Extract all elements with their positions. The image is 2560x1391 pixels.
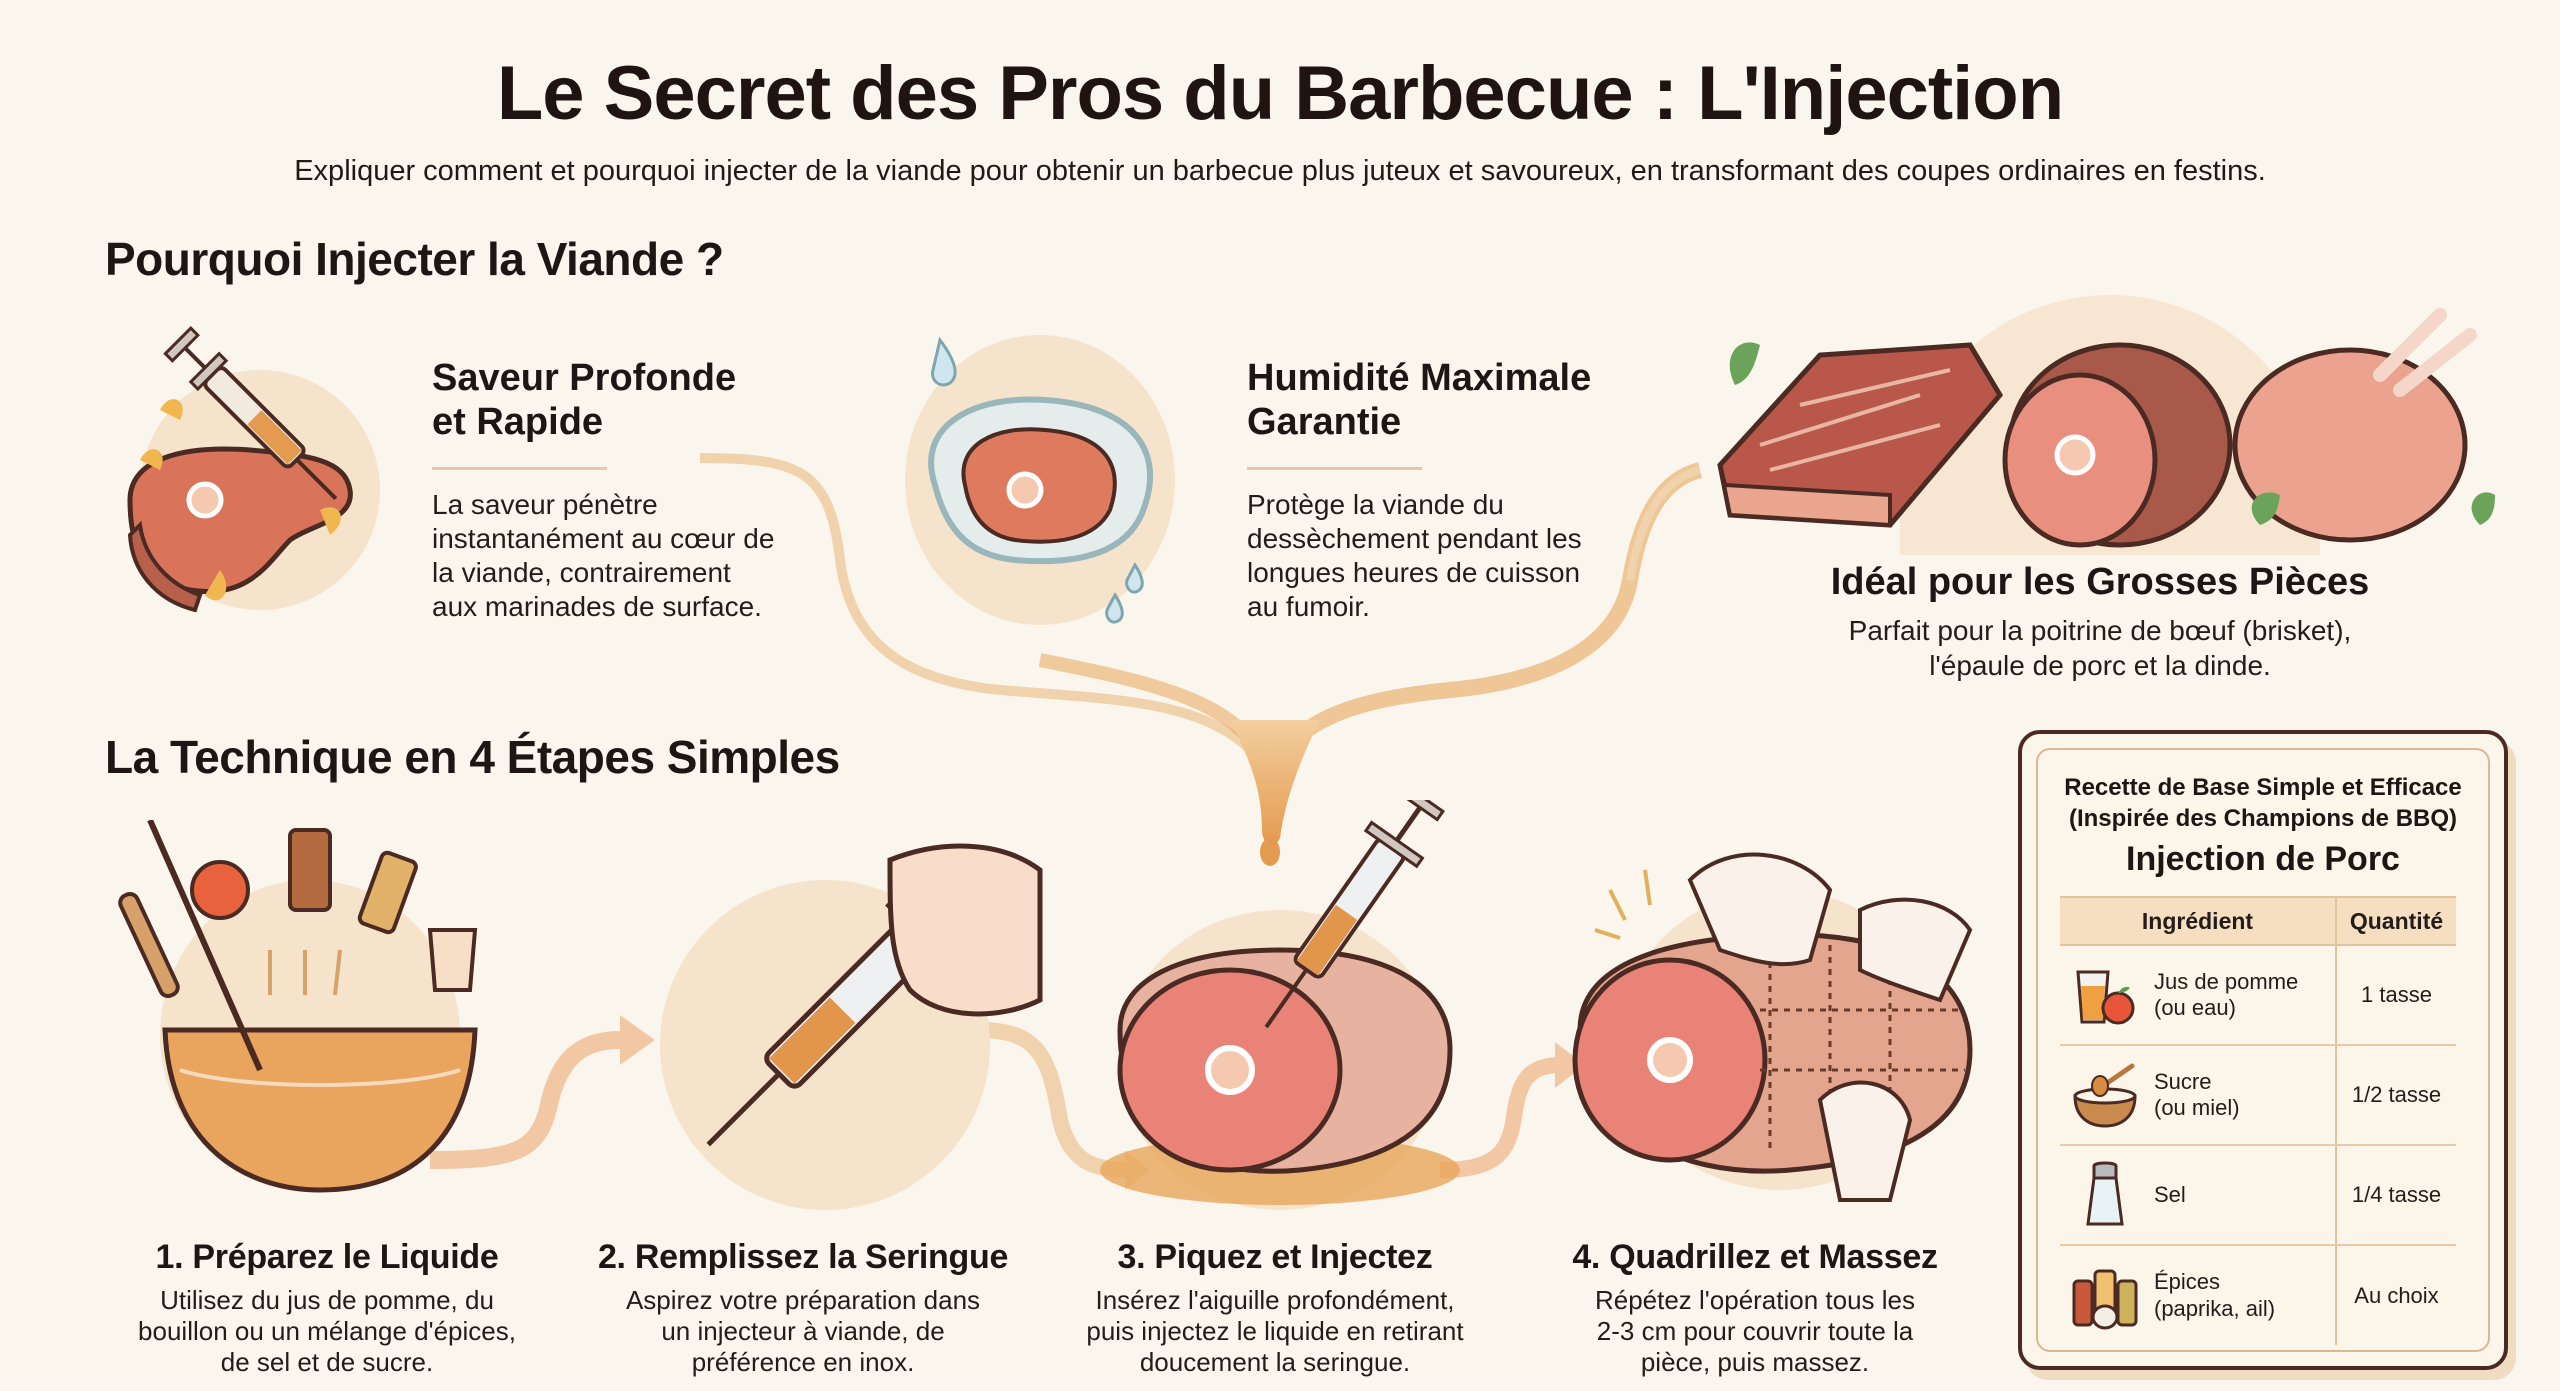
step-4-text: Répétez l'opération tous les 2-3 cm pour… [1594,1285,1916,1378]
step-3-text: Insérez l'aiguille profondément, puis in… [1086,1285,1464,1378]
moist-steak-icon [895,315,1185,635]
technique-heading: La Technique en 4 Étapes Simples [105,731,840,783]
quantity-value: Au choix [2335,1245,2456,1345]
page-subtitle: Expliquer comment et pourquoi injecter d… [294,155,2266,187]
benefit-large-cuts: Idéal pour les Grosses Pièces Parfait po… [1760,560,2440,683]
column-header-ingredient: Ingrédient [2060,896,2336,946]
benefit-large-cuts-text: Parfait pour la poitrine de bœuf (briske… [1848,615,2352,681]
step-2-title: 2. Remplissez la Seringue [597,1238,1009,1276]
benefit-moisture-title: Humidité Maximale Garantie [1247,357,1592,444]
column-header-quantity: Quantité [2335,896,2456,946]
spice-jars-icon [2072,1269,2138,1329]
table-row: Épices (paprika, ail) Au choix [2060,1245,2456,1345]
table-row: Sucre (ou miel) 1/2 tasse [2060,1045,2456,1146]
recipe-subtitle: Recette de Base Simple et Efficace (Insp… [2064,774,2462,833]
page-title: Le Secret des Pros du Barbecue : L'Injec… [496,51,2064,136]
inject-roast-icon [1080,800,1480,1220]
apple-juice-icon [2076,970,2135,1025]
benefit-moisture: Humidité Maximale Garantie Protège la vi… [1247,356,1647,625]
step-4-title: 4. Quadrillez et Massez [1572,1238,1938,1276]
benefit-moisture-text: Protège la viande du dessèchement pendan… [1247,488,1582,623]
ingredient-label: Sel [2154,1181,2186,1207]
recipe-card: Recette de Base Simple et Efficace (Insp… [2018,730,2508,1370]
quantity-value: 1 tasse [2335,945,2456,1046]
benefit-flavor-text: La saveur pénètre instantanément au cœur… [432,488,775,623]
divider [432,466,607,470]
benefit-flavor: Saveur Profonde et Rapide La saveur pénè… [432,356,812,625]
step-2: 2. Remplissez la Seringue Aspirez votre … [568,1238,1038,1379]
step-1: 1. Préparez le Liquide Utilisez du jus d… [92,1238,562,1379]
quantity-value: 1/2 tasse [2335,1045,2456,1146]
step-2-text: Aspirez votre préparation dans un inject… [625,1285,981,1378]
mixing-bowl-icon [100,820,520,1200]
step-3-title: 3. Piquez et Injectez [1117,1238,1433,1276]
large-cuts-icon [1700,295,2500,555]
table-row: Sel 1/4 tasse [2060,1145,2456,1246]
ingredient-label: Épices (paprika, ail) [2154,1269,2276,1321]
divider [1247,466,1422,470]
salt-shaker-icon [2086,1161,2124,1226]
sugar-honey-icon [2073,1063,2137,1128]
benefit-large-cuts-title: Idéal pour les Grosses Pièces [1830,561,2370,603]
recipe-title: Injection de Porc [2126,840,2400,879]
step-1-text: Utilisez du jus de pomme, du bouillon ou… [138,1285,516,1378]
massage-roast-icon [1570,820,2000,1210]
recipe-table: Ingrédient Quantité Jus de pomme [2060,896,2456,1345]
syringe-steak-icon [100,310,400,620]
quantity-value: 1/4 tasse [2335,1145,2456,1246]
ingredient-label: Sucre (ou miel) [2154,1068,2240,1120]
step-4: 4. Quadrillez et Massez Répétez l'opérat… [1520,1238,1990,1379]
ingredient-label: Jus de pomme (ou eau) [2154,968,2299,1020]
recipe-card-frame [2036,748,2490,1352]
step-1-title: 1. Préparez le Liquide [155,1238,499,1276]
why-heading: Pourquoi Injecter la Viande ? [105,233,724,285]
syringe-hand-icon [600,830,1060,1210]
benefit-flavor-title: Saveur Profonde et Rapide [432,357,737,444]
step-3: 3. Piquez et Injectez Insérez l'aiguille… [1040,1238,1510,1379]
table-row: Jus de pomme (ou eau) 1 tasse [2060,945,2456,1046]
